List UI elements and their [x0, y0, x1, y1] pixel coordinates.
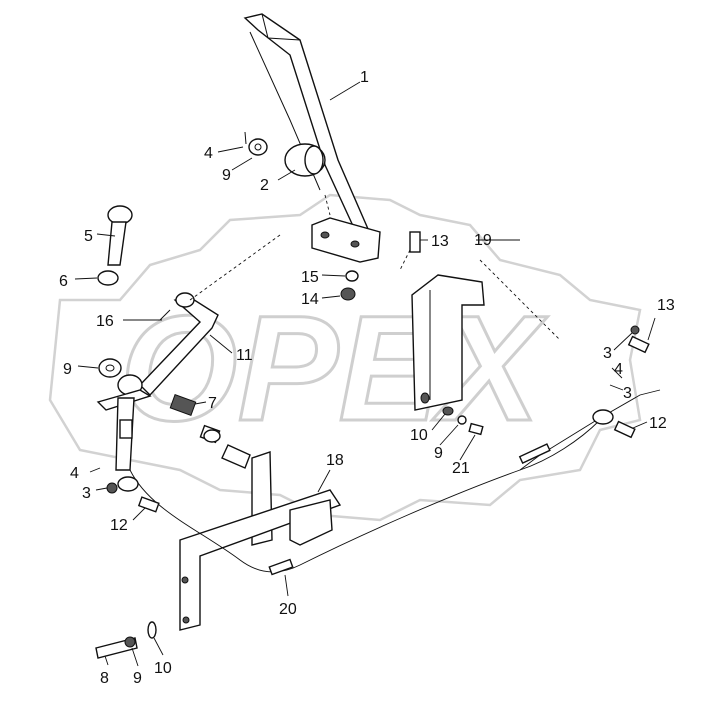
callout-10: 10	[410, 427, 428, 444]
bracket-part-18	[179, 451, 342, 631]
callout-13: 13	[657, 297, 675, 314]
callout-9: 9	[63, 361, 72, 378]
callout-21: 21	[452, 460, 470, 477]
callout-13: 13	[431, 233, 449, 250]
callout-1: 1	[360, 69, 369, 86]
callout-labels: 1 2 3 3 3 4 4 4 5 6 7 8 9 9 9 9 10 10 11…	[59, 69, 675, 687]
callout-14: 14	[301, 291, 319, 308]
callout-20: 20	[279, 601, 297, 618]
callout-12: 12	[649, 415, 667, 432]
callout-19: 19	[474, 232, 492, 249]
bracket-part-19	[411, 274, 485, 411]
callout-7: 7	[208, 395, 217, 412]
pedal-arm-part-1	[243, 13, 381, 263]
fasteners-right	[442, 325, 650, 439]
callout-15: 15	[301, 269, 319, 286]
callout-4: 4	[70, 465, 79, 482]
callout-16: 16	[96, 313, 114, 330]
fasteners-center	[340, 231, 421, 301]
callout-18: 18	[326, 452, 344, 469]
callout-8: 8	[100, 670, 109, 687]
callout-6: 6	[59, 273, 68, 290]
watermark-text: OPEX	[120, 284, 548, 452]
washer-left	[98, 358, 122, 378]
callout-2: 2	[260, 177, 269, 194]
roller-part-2	[284, 143, 326, 177]
assembly-guides	[189, 194, 561, 341]
callout-3: 3	[603, 345, 612, 362]
callout-3: 3	[623, 385, 632, 402]
lever-arm	[96, 374, 152, 471]
watermark-gear-outline	[48, 193, 642, 522]
fasteners-bottom-left	[95, 476, 160, 659]
callout-9: 9	[222, 167, 231, 184]
callout-5: 5	[84, 228, 93, 245]
bushing	[203, 429, 251, 469]
callout-9: 9	[434, 445, 443, 462]
callout-3: 3	[82, 485, 91, 502]
washer-top	[244, 131, 268, 156]
callout-12: 12	[110, 517, 128, 534]
pin-part-5	[97, 205, 133, 286]
callout-9: 9	[133, 670, 142, 687]
callout-4: 4	[204, 145, 213, 162]
callout-4: 4	[614, 361, 623, 378]
throttle-cable	[129, 389, 661, 576]
callout-11: 11	[236, 347, 253, 364]
pedal-shaft-part-11	[139, 292, 219, 397]
leader-lines	[74, 81, 656, 667]
callout-10: 10	[154, 660, 172, 677]
